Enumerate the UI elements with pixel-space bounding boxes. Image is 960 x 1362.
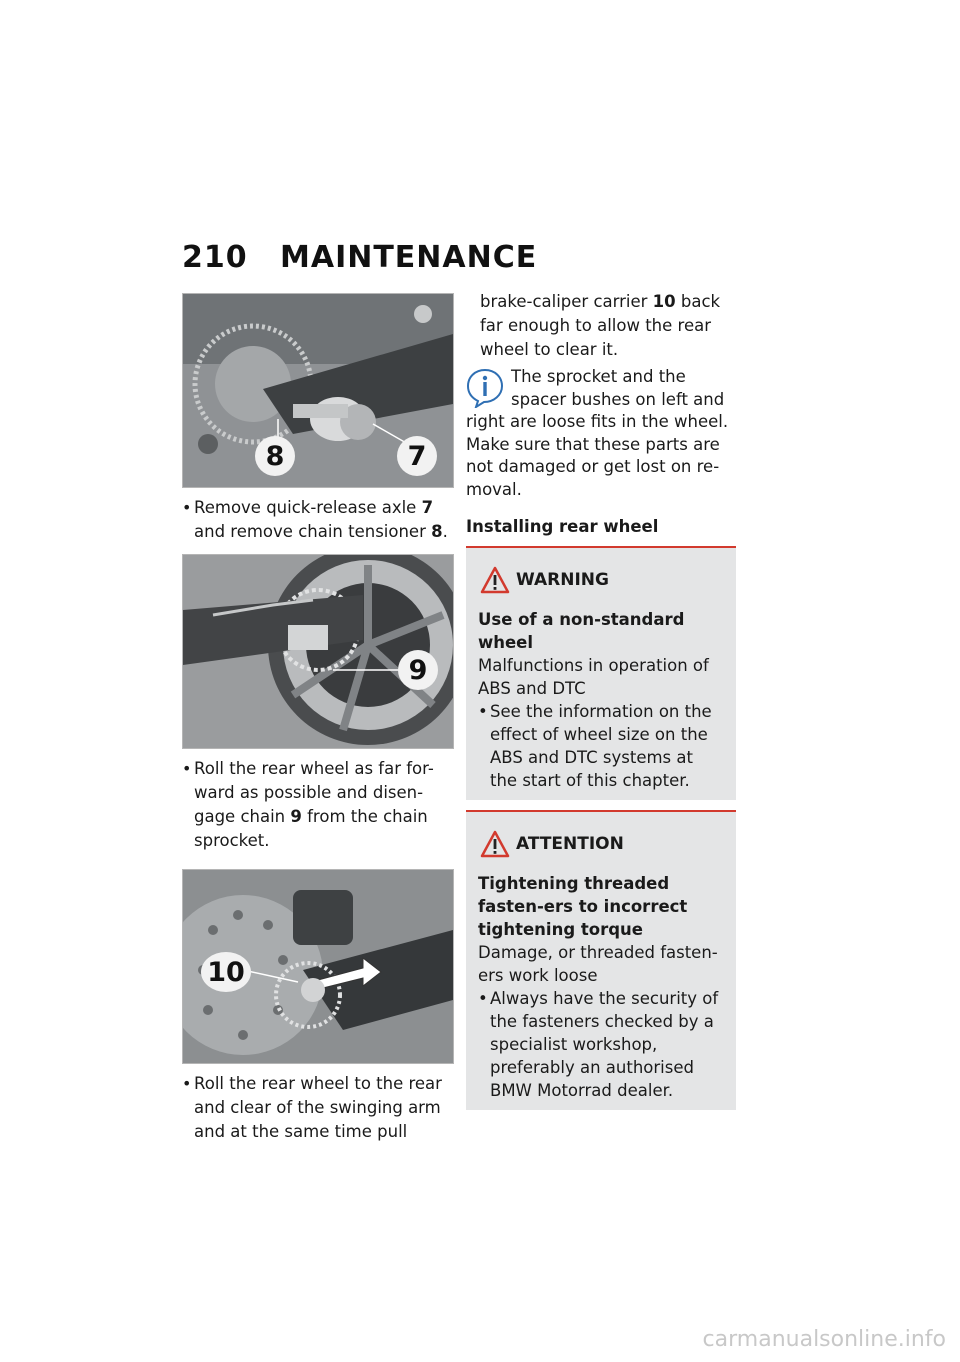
left-column: 8 7 • Remove quick-release axle 7 and re… (182, 293, 454, 1154)
bullet-dot-icon: • (478, 989, 488, 1008)
figure-quick-release-axle: 8 7 (182, 293, 454, 488)
attention-panel: ATTENTION Tightening threaded fasten-ers… (466, 810, 736, 1110)
step-roll-forward: • Roll the rear wheel as far for-ward as… (182, 759, 434, 850)
callout-9: 9 (398, 650, 438, 690)
step-continuation: brake-caliper carrier 10 back far enough… (480, 292, 721, 359)
right-column: brake-caliper carrier 10 back far enough… (466, 290, 738, 1120)
warning-bullet: • See the information on the effect of w… (478, 702, 712, 790)
note-line-1: The sprocket and the (511, 367, 686, 386)
warning-triangle-icon (480, 566, 510, 599)
step-remove-axle: • Remove quick-release axle 7 and remove… (182, 498, 448, 541)
callout-10: 10 (201, 952, 251, 992)
figure-brake-caliper: 10 (182, 869, 454, 1064)
bullet-dot-icon: • (182, 498, 192, 517)
section-subheading: Installing rear wheel (466, 517, 659, 536)
figure-chain-sprocket: 9 (182, 554, 454, 749)
note-rest: right are loose fits in the wheel. Make … (466, 412, 729, 499)
figure-1-illustration (183, 294, 453, 487)
warning-panel: WARNING Use of a non-standard wheel Malf… (466, 546, 736, 800)
bullet-dot-icon: • (478, 702, 488, 721)
note-line-2: spacer bushes on left and (511, 389, 725, 409)
warning-body: Malfunctions in operation of ABS and DTC (478, 656, 709, 698)
warning-triangle-icon (480, 830, 510, 863)
bullet-dot-icon: • (182, 759, 192, 778)
bullet-dot-icon: • (182, 1074, 192, 1093)
page-number: 210 (182, 240, 248, 275)
info-icon (466, 368, 504, 412)
warning-title: WARNING (478, 560, 724, 600)
section-title: MAINTENANCE (280, 240, 538, 275)
attention-heading: Tightening threaded fasten-ers to incorr… (478, 874, 688, 939)
warning-heading: Use of a non-standard wheel (478, 610, 685, 652)
page-header: 210 MAINTENANCE (182, 240, 537, 275)
callout-7: 7 (397, 436, 437, 476)
attention-body: Damage, or threaded fasten-ers work loos… (478, 943, 718, 985)
step-roll-rear: • Roll the rear wheel to the rear and cl… (182, 1074, 442, 1141)
attention-bullet: • Always have the security of the fasten… (478, 989, 719, 1100)
footer-watermark: carmanualsonline.info (702, 1327, 946, 1352)
attention-title: ATTENTION (478, 824, 724, 864)
info-note: The sprocket and the spacer bushes on le… (466, 366, 738, 501)
callout-8: 8 (255, 436, 295, 476)
